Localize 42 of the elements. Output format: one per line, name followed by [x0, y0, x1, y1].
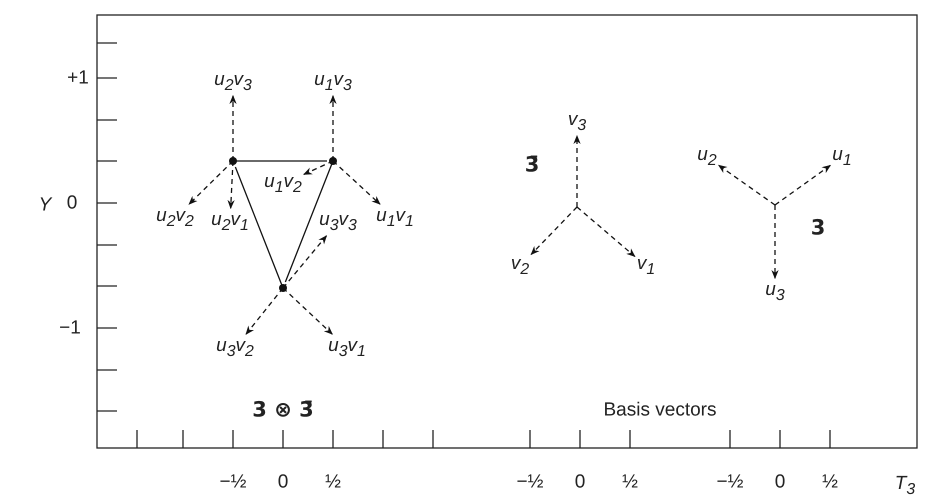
arrow: [771, 205, 779, 280]
tick-label: 0: [66, 194, 78, 212]
state-label: v$_{3}$: [568, 110, 586, 134]
tick-label: 0: [574, 472, 586, 492]
state-label: v$_{2}$: [510, 254, 530, 278]
state-label: u$_{2}$: [697, 145, 717, 169]
state-label: u$_{2}$v$_{3}$: [214, 70, 252, 94]
tick-label: +1: [67, 68, 89, 88]
tick-label: −1: [59, 318, 81, 338]
tick-label: ½: [622, 472, 638, 492]
axis-label: T$_{3}$: [894, 474, 916, 498]
arrow: [576, 206, 636, 258]
state-label: u$_{2}$v$_{1}$: [211, 210, 249, 234]
tick-label: 0: [278, 472, 288, 492]
tick-label: −½: [220, 472, 246, 492]
product-label: 3 ⊗ 3̄: [252, 400, 314, 420]
arrow: [530, 206, 578, 256]
tick-label: −½: [516, 472, 544, 492]
weight-dot: [229, 157, 237, 165]
state-label: v$_{1}$: [636, 254, 656, 278]
state-label: u$_{1}$: [832, 145, 852, 169]
weight-dot: [279, 284, 287, 292]
representation-label: 3: [810, 218, 826, 238]
arrow: [774, 164, 832, 206]
tick-label: −½: [716, 472, 744, 492]
state-label: u$_{3}$v$_{1}$: [328, 336, 366, 360]
state-label: u$_{2}$v$_{2}$: [156, 206, 194, 230]
state-label: u$_{3}$v$_{3}$: [319, 210, 357, 234]
tick-label: ½: [822, 472, 838, 492]
axis-label: Y: [38, 196, 52, 214]
state-label: u$_{1}$v$_{3}$: [314, 70, 352, 94]
representation-label: 3̄: [524, 154, 540, 176]
state-label: u$_{1}$v$_{2}$: [264, 172, 302, 196]
caption: Basis vectors: [604, 400, 716, 420]
state-label: u$_{3}$: [765, 280, 785, 304]
state-label: u$_{1}$v$_{1}$: [376, 206, 414, 230]
weight-dot: [329, 157, 337, 165]
arrow: [718, 164, 776, 206]
arrow: [573, 134, 581, 207]
state-label: u$_{3}$v$_{2}$: [216, 336, 254, 360]
tick-label: 0: [774, 472, 786, 492]
tick-label: ½: [325, 472, 341, 492]
